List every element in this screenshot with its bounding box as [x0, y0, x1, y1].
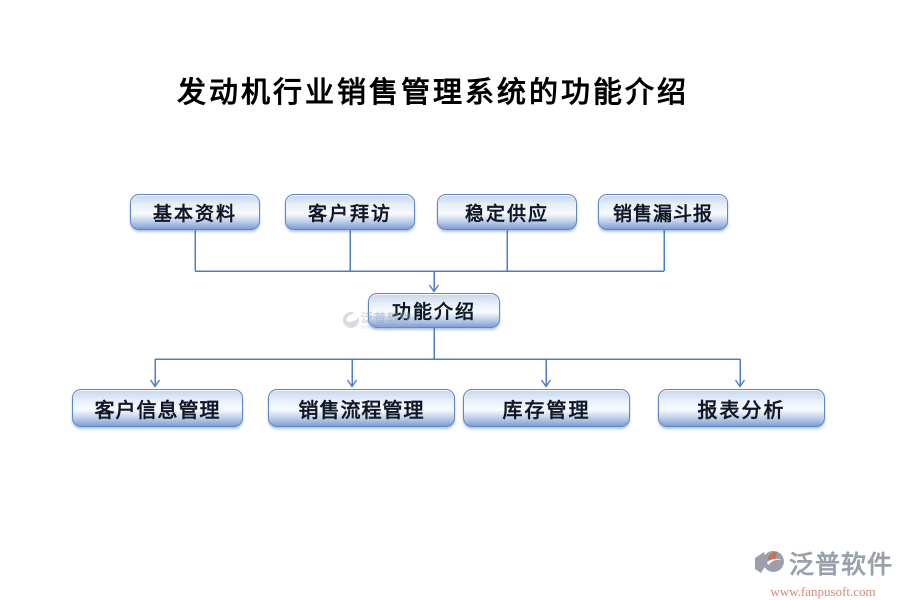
node-customer-info-management: 客户信息管理 [72, 389, 243, 427]
node-customer-visit-label: 客户拜访 [307, 203, 392, 225]
node-sales-process-management-label: 销售流程管理 [298, 399, 425, 422]
node-inventory-management: 库存管理 [463, 389, 630, 427]
node-sales-process-management: 销售流程管理 [268, 389, 455, 427]
node-function-intro-label: 功能介绍 [391, 302, 476, 323]
node-report-analysis-label: 报表分析 [697, 399, 786, 422]
fanpu-logo-icon [755, 550, 784, 573]
footer-brand-text: 泛普软件 [789, 552, 894, 579]
node-customer-info-management-label: 客户信息管理 [94, 399, 221, 422]
page-title: 发动机行业销售管理系统的功能介绍 [176, 77, 689, 109]
node-stable-supply: 稳定供应 [437, 194, 577, 230]
node-sales-funnel-report-label: 销售漏斗报 [612, 203, 713, 225]
node-stable-supply-label: 稳定供应 [464, 203, 549, 225]
node-function-intro: 功能介绍 [368, 293, 500, 328]
node-basic-info: 基本资料 [130, 194, 260, 230]
node-report-analysis: 报表分析 [658, 389, 825, 427]
footer-url-text: www.fanpusoft.com [770, 584, 876, 599]
footer-brand-logo: 泛普软件 www.fanpusoft.com [754, 549, 896, 599]
node-basic-info-label: 基本资料 [152, 203, 237, 225]
node-inventory-management-label: 库存管理 [502, 399, 591, 422]
node-sales-funnel-report: 销售漏斗报 [598, 194, 728, 230]
node-customer-visit: 客户拜访 [285, 194, 415, 230]
